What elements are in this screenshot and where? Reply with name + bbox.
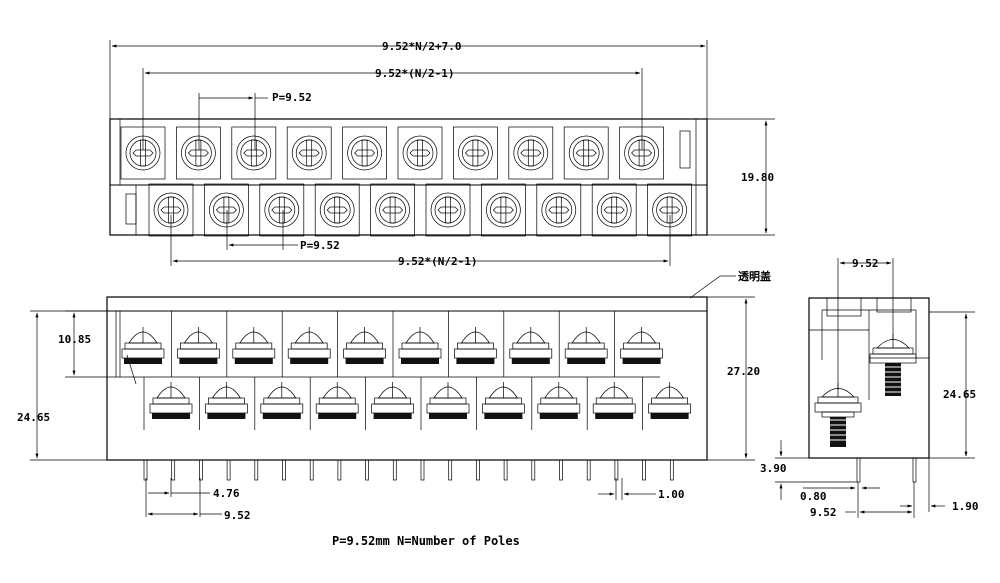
front-view-screw [648,382,691,419]
top-view-terminal [342,126,387,180]
front-view-pin [143,459,148,481]
side-dimensions: 9.52 24.65 3.90 0.80 9.52 1.90 [760,257,979,519]
front-view-screw [232,327,276,364]
dim-top-pitch: P=9.52 [272,91,312,104]
side-view-pin-left [856,457,861,483]
dim-bottom-pitch: P=9.52 [300,239,340,252]
front-view-pin [254,459,259,481]
front-view-screw [371,382,414,419]
front-view-screw [592,382,636,419]
front-view-body [106,296,708,461]
dim-overall-width: 9.52*N/2+7.0 [382,40,461,53]
front-view-screw [509,327,553,364]
front-view-pins [143,459,674,481]
top-view-window [679,130,691,169]
top-view-terminal [176,126,221,180]
front-view-pin [614,459,619,481]
front-view-pin [309,459,314,481]
front-view-pin [476,459,480,481]
top-view-terminal [563,126,609,180]
dim-front-row-offset: 10.85 [58,333,91,346]
front-view-screws-upper [115,311,663,377]
top-view-body [109,118,708,236]
dim-side-body-height: 24.65 [943,388,976,401]
front-view-pin [282,459,286,481]
front-view-screw [149,382,193,419]
front-view-pin [365,459,369,481]
front-view-screw [426,382,470,419]
top-view-terminal [591,183,637,237]
front-view-screw [454,327,497,364]
side-view [808,297,930,483]
top-view-terminal [425,183,471,237]
front-view-pin [586,459,591,481]
front-view-pin [642,459,646,481]
dim-front-body-height: 24.65 [17,411,50,424]
footer-note: P=9.52mm N=Number of Poles [332,534,520,548]
dim-pin-spacing-a: 4.76 [213,487,240,500]
front-dimensions: 10.85 24.65 27.20 4.76 9.52 1.00 [17,296,760,522]
front-view-screw [287,327,331,364]
front-view-pin [392,459,397,481]
top-dimensions: 9.52*N/2+7.0 9.52*(N/2-1) P=9.52 19.80 P… [109,40,775,268]
front-view-pin [559,459,563,481]
front-view-pin [337,459,342,481]
side-view-screw-lower [814,383,862,447]
front-view-screw [398,327,442,364]
front-view-pin [503,459,508,481]
front-view-screws-lower [143,377,691,430]
front-view-screw [343,327,386,364]
top-view-terminal [619,126,664,180]
front-view-pin [420,459,425,481]
dim-pin-spacing-b: 9.52 [224,509,251,522]
dim-pin-thickness: 0.80 [800,490,827,503]
front-view-screw [177,327,220,364]
front-view-pin [171,459,176,481]
dim-front-total-height: 27.20 [727,365,760,378]
front-view-screw [564,327,608,364]
front-view-screw [620,327,663,364]
front-view [106,296,708,481]
top-view-row-lower [148,183,692,237]
front-view-screw [205,382,248,419]
front-view-screw [482,382,525,419]
dim-side-pin-offset: 1.90 [952,500,979,513]
dim-bottom-row-span: 9.52*(N/2-1) [398,255,477,268]
cover-callout: 透明盖 [689,269,771,299]
top-view-terminal [370,183,415,237]
front-view-pin [226,459,231,481]
front-view-screw [537,382,581,419]
front-view-pin [669,459,674,481]
top-view-terminal [231,126,277,180]
top-view-terminal [453,126,498,180]
top-view-terminal [647,183,692,237]
top-view-terminal [204,183,249,237]
dim-height-top-view: 19.80 [741,171,774,184]
dim-pin-length: 3.90 [760,462,787,475]
cover-label: 透明盖 [738,269,771,283]
dim-pin-width: 1.00 [658,488,685,501]
dim-top-row-span: 9.52*(N/2-1) [375,67,454,80]
front-view-pin [448,459,453,481]
top-view-terminal [286,126,332,180]
top-view [109,118,708,237]
dim-side-width: 9.52 [810,506,837,519]
top-view-terminal [536,183,582,237]
front-view-screw [260,382,304,419]
front-view-pin [199,459,203,481]
dim-side-pitch: 9.52 [852,257,879,270]
front-view-screw [121,327,165,364]
front-view-pin [531,459,536,481]
top-view-terminal [314,183,360,237]
top-view-terminal [397,126,443,180]
top-view-terminal [508,126,554,180]
top-view-terminal [259,183,305,237]
top-view-terminal [481,183,526,237]
side-view-pin-right [912,457,917,483]
front-view-screw [315,382,359,419]
